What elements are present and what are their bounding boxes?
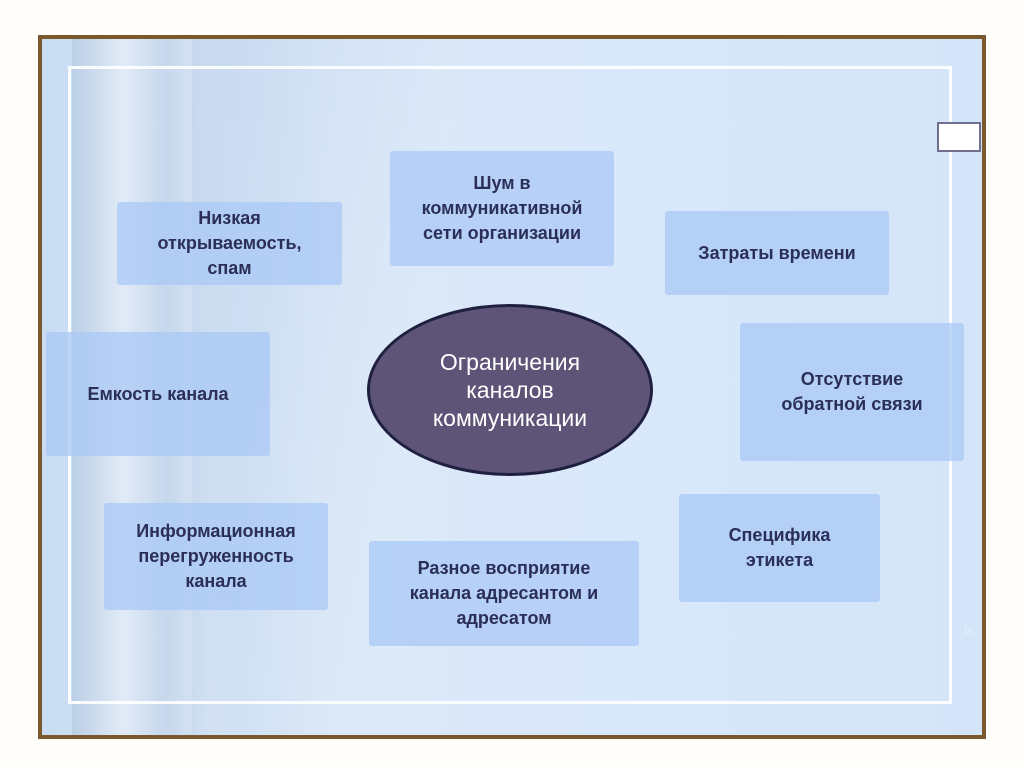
corner-tab [937,122,981,152]
item-time-costs: Затраты времени [665,211,889,295]
item-no-feedback: Отсутствие обратной связи [740,323,964,461]
item-etiquette: Специфика этикета [679,494,880,602]
item-network-noise: Шум в коммуникативной сети организации [390,151,614,266]
item-channel-capacity: Емкость канала [46,332,270,456]
item-info-overload: Информационная перегруженность канала [104,503,328,610]
item-different-perception: Разное восприятие канала адресантом и ад… [369,541,639,646]
item-low-open-rate: Низкая открываемость, спам [117,202,342,285]
central-ellipse: Ограничения каналов коммуникации [367,304,653,476]
slide-number: 15 [963,626,974,636]
